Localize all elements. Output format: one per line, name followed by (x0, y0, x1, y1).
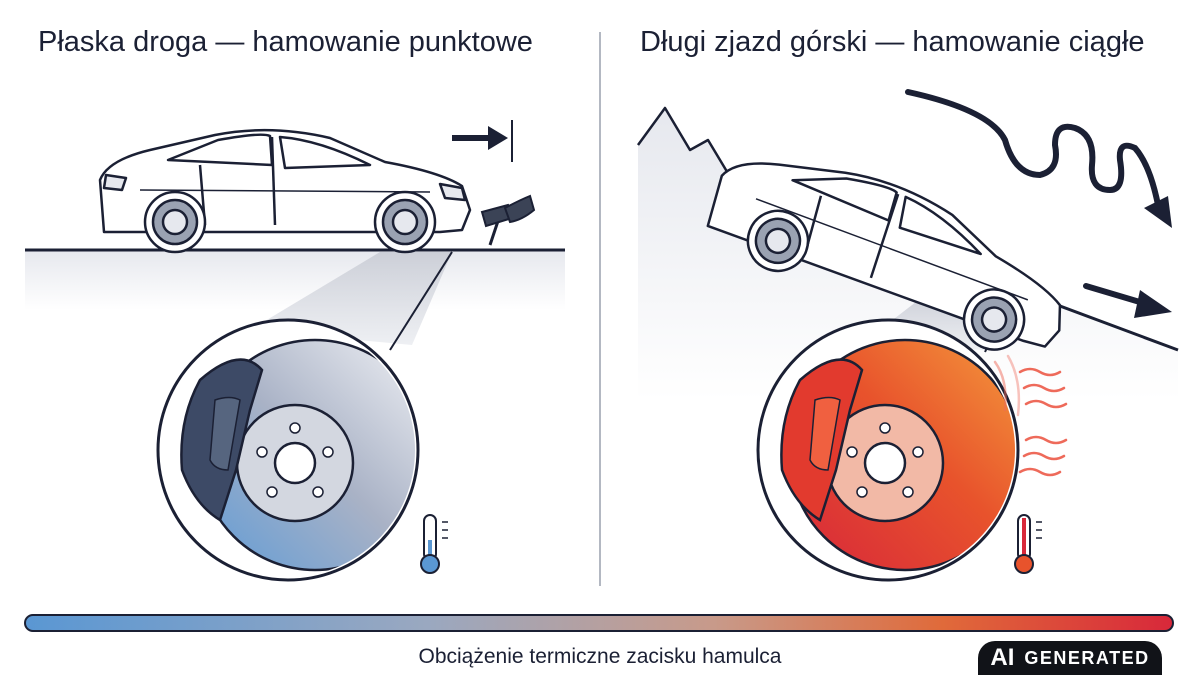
arrow-icon (452, 120, 513, 162)
right-panel-title: Długi zjazd górski — hamowanie ciągłe (640, 26, 1145, 58)
arrow-icon (1083, 283, 1172, 318)
car-icon (98, 128, 472, 254)
heat-waves-icon (993, 354, 1068, 477)
thermometer-icon (420, 514, 448, 574)
arrow-icon-wavy (905, 89, 1172, 228)
left-panel (25, 120, 565, 582)
ai-generated-badge: AI GENERATED (978, 641, 1162, 675)
thermometer-hot-icon (1014, 514, 1042, 574)
car-icon-tilted (706, 162, 1062, 351)
badge-ai-text: AI (990, 644, 1015, 671)
badge-generated-text: GENERATED (1024, 647, 1150, 668)
scale-caption: Obciążenie termiczne zacisku hamulca (418, 645, 782, 668)
left-panel-title: Płaska droga — hamowanie punktowe (38, 26, 533, 58)
illustration (25, 32, 1179, 586)
thermal-load-scale-bar (24, 614, 1174, 632)
flat-road (25, 250, 565, 310)
brake-pedal-icon (480, 194, 536, 246)
right-panel (636, 89, 1179, 582)
